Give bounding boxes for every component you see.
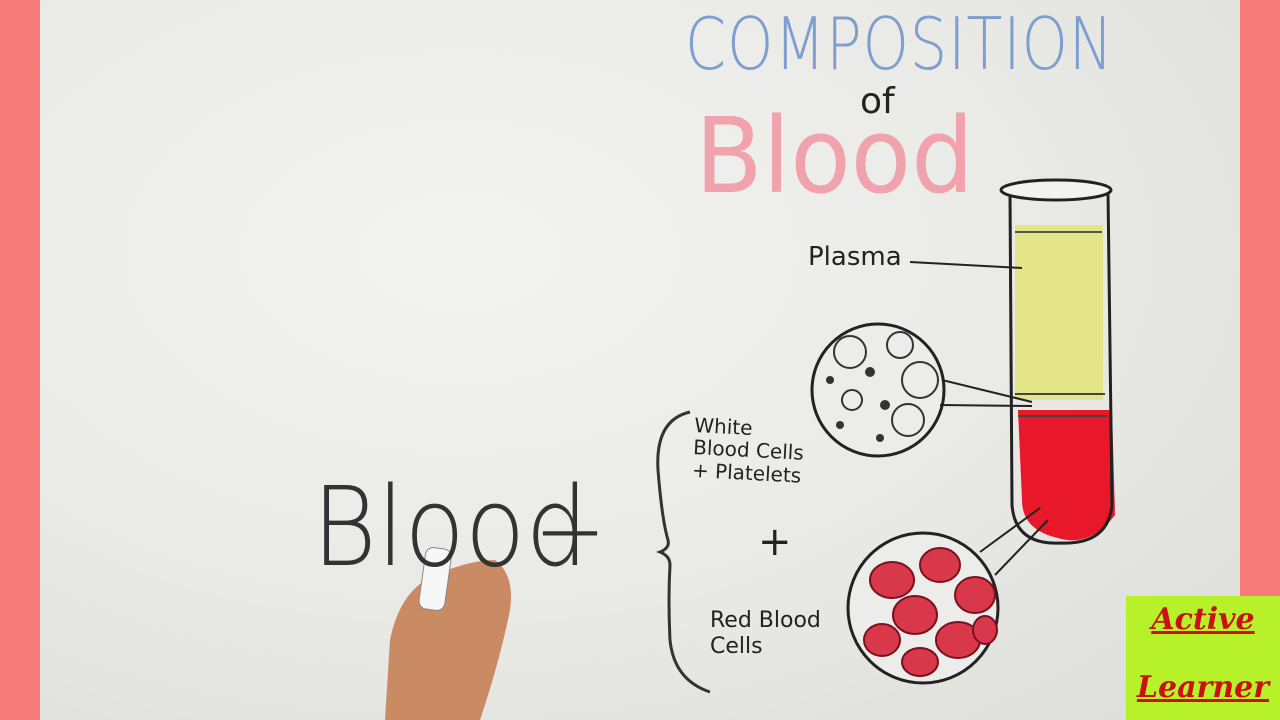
title-blood: Blood [695, 95, 974, 217]
whiteboard: COMPOSITION of Blood Plasma White Blood … [40, 0, 1240, 720]
label-wbc-platelets: White Blood Cells + Platelets [691, 413, 805, 487]
label-red-blood-cells: Red Blood Cells [710, 608, 821, 661]
label-plus: + [758, 519, 792, 565]
title-of: of [860, 81, 895, 122]
hand-with-marker [385, 547, 511, 720]
plasma-pointer [909, 261, 1023, 269]
equation-dash: — [540, 495, 600, 565]
label-plasma: Plasma [808, 242, 902, 272]
active-learner-badge: Active Learner [1126, 596, 1280, 720]
badge-line-learner: Learner [1136, 670, 1270, 705]
curly-brace [655, 410, 711, 694]
plasma-layer [1015, 225, 1103, 400]
rbc-line-2: Cells [710, 634, 763, 660]
diagram-drawing [385, 178, 1115, 720]
red-cell-layer [1018, 410, 1115, 541]
wbc-magnified-circle [810, 322, 946, 458]
badge-line-active: Active [1151, 602, 1255, 637]
title-composition: COMPOSITION [685, 2, 1114, 86]
test-tube [999, 178, 1115, 545]
equation-blood: Blood [312, 463, 589, 591]
rbc-line-1: Red Blood [710, 608, 821, 633]
rbc-magnified-circle [846, 531, 1000, 685]
